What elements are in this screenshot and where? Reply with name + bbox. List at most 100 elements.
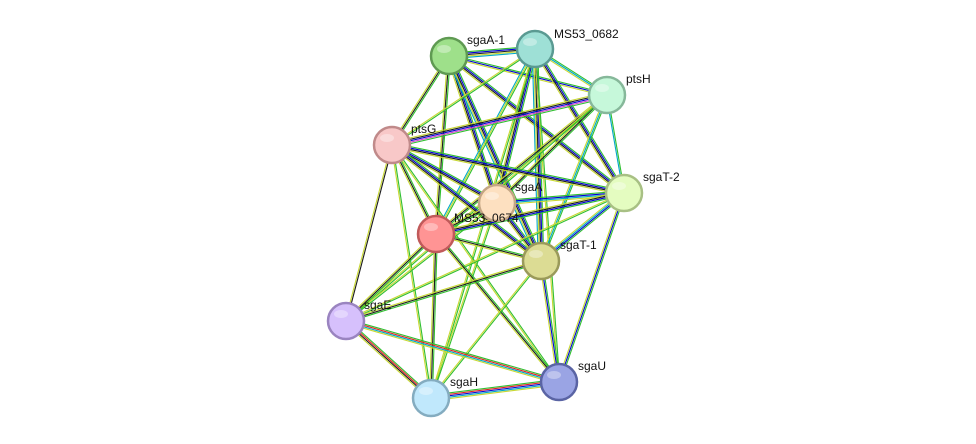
- edge-sgaA-sgaE[interactable]: [345, 202, 498, 322]
- edge-MS53_0674-sgaH[interactable]: [429, 233, 438, 399]
- edge-ptsG-sgaT-2[interactable]: [391, 142, 625, 196]
- edge-evidence-line: [392, 142, 625, 192]
- node-label-ptsG: ptsG: [411, 122, 436, 136]
- node-circle[interactable]: [477, 183, 517, 223]
- edge-evidence-line: [541, 260, 561, 382]
- edge-evidence-line: [391, 47, 535, 145]
- edge-ptsG-sgaE[interactable]: [344, 144, 394, 322]
- edge-evidence-line: [559, 193, 626, 383]
- edge-MS53_0682-MS53_0674[interactable]: [434, 48, 537, 235]
- edge-evidence-line: [390, 146, 541, 264]
- edge-evidence-line: [533, 49, 559, 383]
- edge-evidence-line: [435, 55, 450, 235]
- edge-evidence-line: [391, 93, 607, 145]
- node-highlight: [529, 250, 543, 258]
- edge-evidence-line: [429, 233, 436, 398]
- edge-evidence-line: [436, 232, 561, 382]
- edge-evidence-line: [390, 145, 559, 383]
- edge-MS53_0682-sgaU[interactable]: [533, 48, 561, 383]
- node-label-sgaA-1: sgaA-1: [467, 33, 505, 47]
- node-circle[interactable]: [326, 301, 366, 341]
- edge-evidence-line: [346, 319, 560, 382]
- node-sgaU[interactable]: [539, 362, 579, 402]
- node-MS53_0682[interactable]: [515, 29, 555, 69]
- node-sgaA[interactable]: [477, 183, 517, 223]
- edge-evidence-line: [537, 48, 545, 261]
- node-sgaE[interactable]: [326, 301, 366, 341]
- node-circle[interactable]: [515, 29, 555, 69]
- edge-sgaT-2-MS53_0674[interactable]: [435, 190, 625, 237]
- edge-evidence-line: [434, 93, 607, 234]
- edge-evidence-line: [436, 56, 451, 235]
- edge-evidence-line: [392, 142, 543, 260]
- node-circle[interactable]: [411, 378, 451, 418]
- edge-evidence-line: [496, 94, 608, 204]
- edge-sgaT-1-sgaE[interactable]: [345, 259, 542, 323]
- node-highlight: [547, 371, 561, 379]
- edge-sgaT-2-sgaE[interactable]: [345, 191, 625, 323]
- edge-evidence-line: [430, 381, 560, 399]
- edge-evidence-line: [447, 56, 541, 262]
- node-circle[interactable]: [539, 362, 579, 402]
- edge-evidence-line: [539, 261, 559, 383]
- node-highlight: [595, 84, 609, 92]
- node-sgaT-2[interactable]: [604, 173, 644, 213]
- node-label-sgaU: sgaU: [578, 359, 606, 373]
- edge-sgaH-sgaU[interactable]: [430, 378, 560, 402]
- edge-evidence-line: [345, 322, 559, 385]
- edge-evidence-line: [344, 232, 436, 321]
- edge-MS53_0674-sgaE[interactable]: [344, 232, 438, 323]
- node-circle[interactable]: [521, 241, 561, 281]
- edge-sgaT-2-sgaU[interactable]: [557, 192, 626, 383]
- edge-evidence-line: [391, 145, 624, 195]
- edge-ptsH-ptsG[interactable]: [391, 91, 608, 149]
- node-highlight: [424, 223, 438, 231]
- node-circle[interactable]: [587, 75, 627, 115]
- edge-evidence-line: [449, 53, 626, 192]
- node-ptsH[interactable]: [587, 75, 627, 115]
- edge-evidence-line: [435, 191, 624, 234]
- node-highlight: [419, 387, 433, 395]
- node-label-MS53_0674: MS53_0674: [454, 211, 519, 225]
- node-circle[interactable]: [604, 173, 644, 213]
- nodes-layer: [326, 29, 644, 418]
- node-ptsG[interactable]: [372, 125, 412, 165]
- edge-evidence-line: [434, 55, 449, 234]
- edge-evidence-line: [346, 203, 498, 322]
- node-circle[interactable]: [372, 125, 412, 165]
- edge-evidence-line: [497, 95, 609, 205]
- edge-ptsH-sgaT-1[interactable]: [539, 94, 609, 262]
- node-MS53_0674[interactable]: [416, 214, 456, 254]
- edge-evidence-line: [346, 193, 625, 323]
- edge-evidence-line: [346, 234, 438, 323]
- edge-sgaA-1-MS53_0674[interactable]: [434, 55, 451, 235]
- node-circle[interactable]: [429, 36, 469, 76]
- node-label-sgaE: sgaE: [364, 298, 391, 312]
- edge-sgaT-1-sgaU[interactable]: [539, 260, 561, 383]
- node-label-ptsH: ptsH: [626, 72, 651, 86]
- node-label-MS53_0682: MS53_0682: [554, 27, 619, 41]
- edge-evidence-line: [541, 95, 609, 262]
- edge-sgaA-sgaH[interactable]: [429, 202, 499, 399]
- edge-evidence-line: [346, 261, 542, 323]
- edge-evidence-line: [392, 144, 433, 398]
- edge-sgaT-1-sgaH[interactable]: [430, 260, 542, 399]
- node-sgaA-1[interactable]: [429, 36, 469, 76]
- edge-evidence-line: [346, 145, 394, 322]
- edge-evidence-line: [392, 95, 608, 147]
- edge-sgaA-1-sgaT-1[interactable]: [445, 54, 545, 263]
- edge-evidence-line: [436, 49, 537, 235]
- node-highlight: [380, 134, 394, 142]
- edge-sgaE-sgaU[interactable]: [345, 318, 560, 385]
- node-circle[interactable]: [416, 214, 456, 254]
- node-highlight: [437, 45, 451, 53]
- node-sgaT-1[interactable]: [521, 241, 561, 281]
- edge-evidence-line: [436, 194, 625, 237]
- edge-MS53_0682-ptsG[interactable]: [391, 47, 536, 147]
- node-label-sgaT-1: sgaT-1: [560, 238, 597, 252]
- edge-MS53_0674-sgaU[interactable]: [434, 232, 561, 384]
- node-sgaH[interactable]: [411, 378, 451, 418]
- edge-evidence-line: [557, 192, 624, 382]
